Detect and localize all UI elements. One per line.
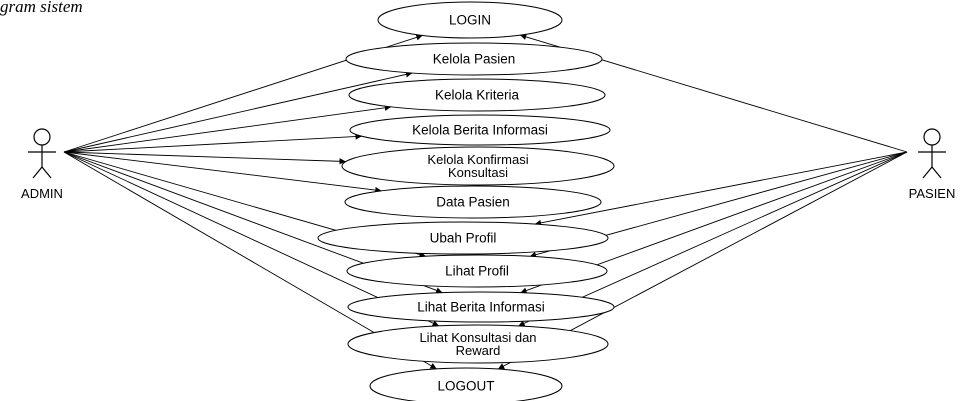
pasien-right-leg <box>931 166 942 179</box>
use-case-label: Ubah Profil <box>430 231 497 246</box>
pasien-actor <box>918 128 946 179</box>
admin-head <box>33 128 51 146</box>
association-admin-kelola-kriteria <box>63 104 392 153</box>
use-case-ellipse <box>345 42 603 76</box>
association-admin-data-pasien <box>63 151 382 194</box>
use-case-kelola-kriteria: Kelola Kriteria <box>348 78 606 112</box>
use-case-label: Lihat Konsultasi dan <box>419 330 536 345</box>
use-case-ubah-profil: Ubah Profil <box>317 221 609 255</box>
use-case-label: Reward <box>456 343 501 358</box>
use-case-label: Kelola Konfirmasi <box>427 152 528 167</box>
use-case-lihat-berita-informasi: Lihat Berita Informasi <box>347 291 615 323</box>
pasien-left-leg <box>922 166 933 179</box>
use-case-label: Lihat Berita Informasi <box>417 300 545 315</box>
caption: gram sistem <box>0 0 83 16</box>
use-case-data-pasien: Data Pasien <box>344 185 602 219</box>
use-case-ellipse <box>369 367 563 401</box>
use-case-label: LOGIN <box>449 13 491 28</box>
use-case-label: Data Pasien <box>436 195 510 210</box>
use-case-login: LOGIN <box>377 1 563 39</box>
use-case-ellipse <box>344 185 602 219</box>
use-case-ellipse <box>347 291 615 323</box>
pasien-label: PASIEN <box>909 186 956 201</box>
use-case-kelola-berita-informasi: Kelola Berita Informasi <box>349 114 611 146</box>
use-case-ellipse <box>317 221 609 255</box>
association-admin-kelola-pasien <box>63 71 413 153</box>
association-admin-kelola-konfirmasi-konsultasi <box>63 151 346 165</box>
use-case-label: Kelola Kriteria <box>435 88 520 103</box>
pasien-head <box>923 128 941 146</box>
use-case-label: Lihat Profil <box>445 264 509 279</box>
use-case-ellipse <box>347 324 609 364</box>
use-case-label: Kelola Pasien <box>433 52 516 67</box>
use-case-ellipse <box>348 78 606 112</box>
use-case-lihat-profil: Lihat Profil <box>346 254 608 288</box>
admin-actor <box>28 128 56 179</box>
use-case-ellipse <box>377 1 563 39</box>
use-case-label: Kelola Berita Informasi <box>412 123 548 138</box>
use-case-ellipse <box>341 146 615 186</box>
use-case-kelola-pasien: Kelola Pasien <box>345 42 603 76</box>
association-admin-kelola-berita-informasi <box>63 133 362 153</box>
association-pasien-ubah-profil <box>534 151 908 226</box>
use-case-label: Konsultasi <box>448 165 508 180</box>
association-admin-lihat-konsultasi-dan-reward <box>63 151 440 327</box>
admin-left-leg <box>32 166 43 179</box>
admin-right-leg <box>41 166 52 179</box>
use-case-label: LOGOUT <box>437 379 494 394</box>
admin-label: ADMIN <box>21 186 63 201</box>
use-case-ellipse <box>349 114 611 146</box>
use-case-logout: LOGOUT <box>369 367 563 401</box>
use-case-ellipse <box>346 254 608 288</box>
